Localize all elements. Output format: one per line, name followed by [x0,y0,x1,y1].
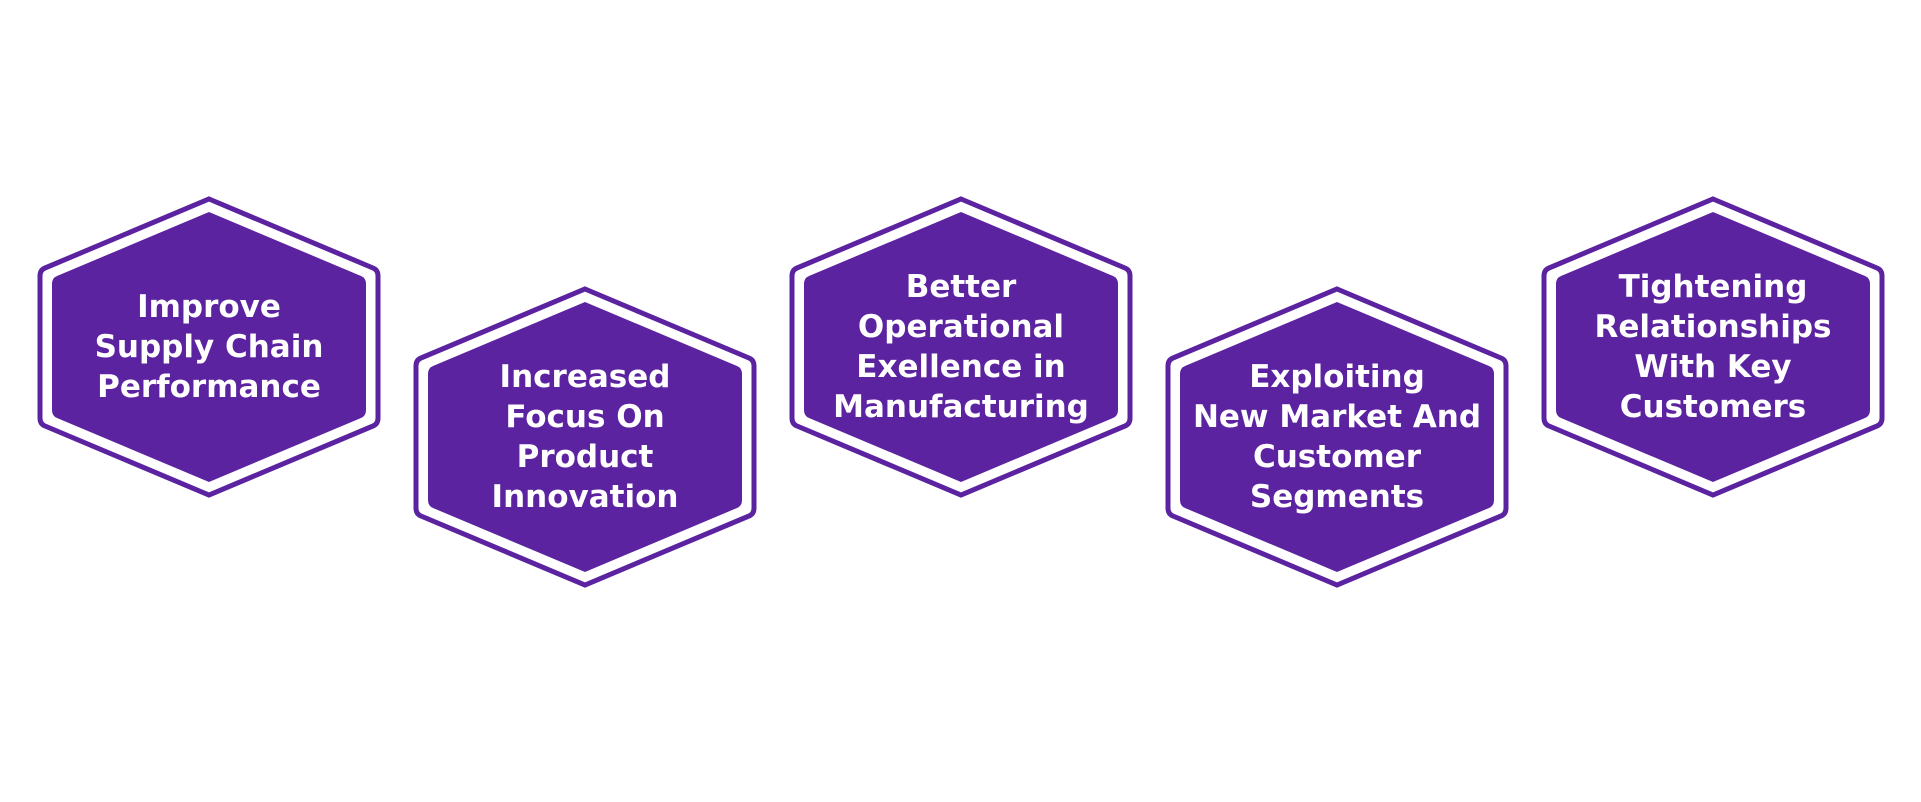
hexagon-outline [37,196,381,498]
hexagon-label: Better Operational Exellence in Manufact… [831,196,1091,498]
hexagon-label: Exploiting New Market And Customer Segme… [1193,286,1481,588]
hexagon-shape [413,286,757,588]
hexagon-label-line: Relationships [1594,309,1832,345]
hexagon-node-5: Tightening Relationships With Key Custom… [1541,196,1885,498]
hexagon-outline [1165,286,1509,588]
hexagon-label-line: Segments [1249,479,1425,515]
hexagon-label-line: Innovation [491,479,679,515]
hexagon-label-line: Performance [97,369,321,405]
hexagon-label-line: Manufacturing [833,389,1089,425]
hexagon-label: Tightening Relationships With Key Custom… [1583,196,1843,498]
hexagon-label-line: Exploiting [1249,359,1425,395]
hexagon-label-line: Increased [499,359,671,395]
hexagon-label-line: Customer [1252,439,1421,475]
hexagon-node-1: Improve Supply Chain Performance [37,196,381,498]
hexagon-node-4: Exploiting New Market And Customer Segme… [1165,286,1509,588]
hexagon-label-line: Supply Chain [94,329,324,365]
hexagon-label-line: Better [905,269,1017,305]
hexagon-outline [413,286,757,588]
hexagon-label: Improve Supply Chain Performance [79,196,339,498]
hexagon-label-line: Customers [1619,389,1807,425]
hexagon-fill [804,212,1118,482]
hexagon-shape [37,196,381,498]
hexagon-label-line: With Key [1634,349,1792,385]
hexagon-shape [1541,196,1885,498]
hexagon-node-2: Increased Focus On Product Innovation [413,286,757,588]
hexagon-fill [52,212,366,482]
hexagon-node-3: Better Operational Exellence in Manufact… [789,196,1133,498]
hexagon-fill [428,302,742,572]
hexagon-shape [789,196,1133,498]
hexagon-label-line: Improve [137,289,281,325]
hexagon-label-line: Focus On [505,399,665,435]
hexagon-fill [1556,212,1870,482]
hexagon-label-line: Operational [857,309,1065,345]
hexagon-label-line: Exellence in [856,349,1066,385]
hexagon-fill [1180,302,1494,572]
hexagon-outline [1541,196,1885,498]
hexagon-shape [1165,286,1509,588]
hexagon-outline [789,196,1133,498]
hexagon-label-line: Tightening [1618,269,1808,305]
hexagon-label-line: Product [516,439,654,475]
hexagon-label-line: New Market And [1192,399,1482,435]
hexagon-label: Increased Focus On Product Innovation [455,286,715,588]
